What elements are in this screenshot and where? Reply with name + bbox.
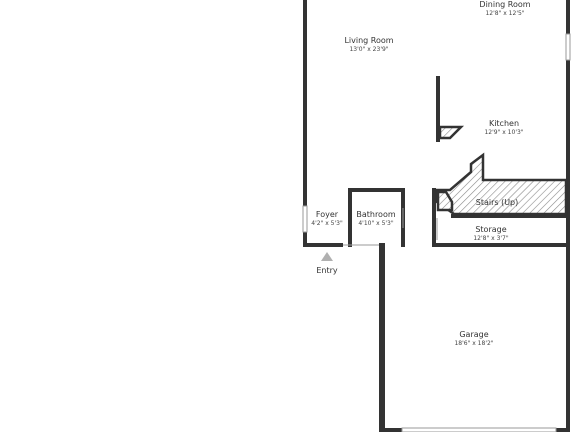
west-wall-upper	[303, 0, 307, 206]
openings	[302, 33, 571, 432]
kitchen-name: Kitchen	[489, 119, 519, 128]
west-wall-lower	[303, 232, 307, 247]
stairs	[435, 152, 568, 216]
dining-room-dims: 12'8" x 12'5"	[485, 10, 524, 17]
stair-landing	[436, 190, 454, 212]
east-wall-middle	[566, 60, 570, 247]
foyer-bottom-wall	[303, 243, 343, 247]
garage-top-wall	[379, 243, 385, 432]
fixtures	[435, 125, 568, 216]
garage-bottom-wall-right	[556, 428, 570, 432]
living-room-dims: 13'0" x 23'9"	[349, 46, 388, 53]
foyer-dims: 4'2" x 5'3"	[311, 220, 343, 227]
entry-arrow-icon	[321, 252, 333, 261]
garage-name: Garage	[459, 330, 488, 339]
bathroom-top-wall	[348, 188, 405, 192]
bathroom-dims: 4'10" x 5'3"	[358, 220, 394, 227]
bathroom-left-wall	[348, 188, 352, 247]
kitchen-stub-wall	[436, 76, 440, 142]
stairs-bottom-wall	[451, 214, 570, 218]
garage-door	[401, 427, 557, 432]
storage-left-wall	[432, 188, 436, 247]
foyer-name: Foyer	[316, 210, 339, 219]
living-room-name: Living Room	[344, 36, 393, 45]
storage-name: Storage	[475, 225, 506, 234]
storage-bottom-wall	[434, 243, 570, 247]
dining-room-name: Dining Room	[479, 0, 530, 9]
garage-dims: 18'6" x 18'2"	[454, 340, 493, 347]
walls	[303, 0, 570, 432]
entry-label: Entry	[316, 266, 338, 275]
bathroom-name: Bathroom	[356, 210, 396, 219]
storage-dims: 12'8" x 3'7"	[473, 235, 509, 242]
kitchen-island	[438, 125, 465, 140]
foyer-window	[302, 205, 308, 233]
garage-right-wall	[566, 247, 570, 432]
stairs-name: Stairs (Up)	[476, 198, 519, 207]
east-wall-upper	[566, 0, 570, 34]
garage-bottom-wall-left	[379, 428, 402, 432]
kitchen-dims: 12'9" x 10'3"	[484, 129, 523, 136]
room-labels: Dining Room 12'8" x 12'5" Living Room 13…	[311, 0, 531, 347]
dining-window	[565, 33, 571, 61]
